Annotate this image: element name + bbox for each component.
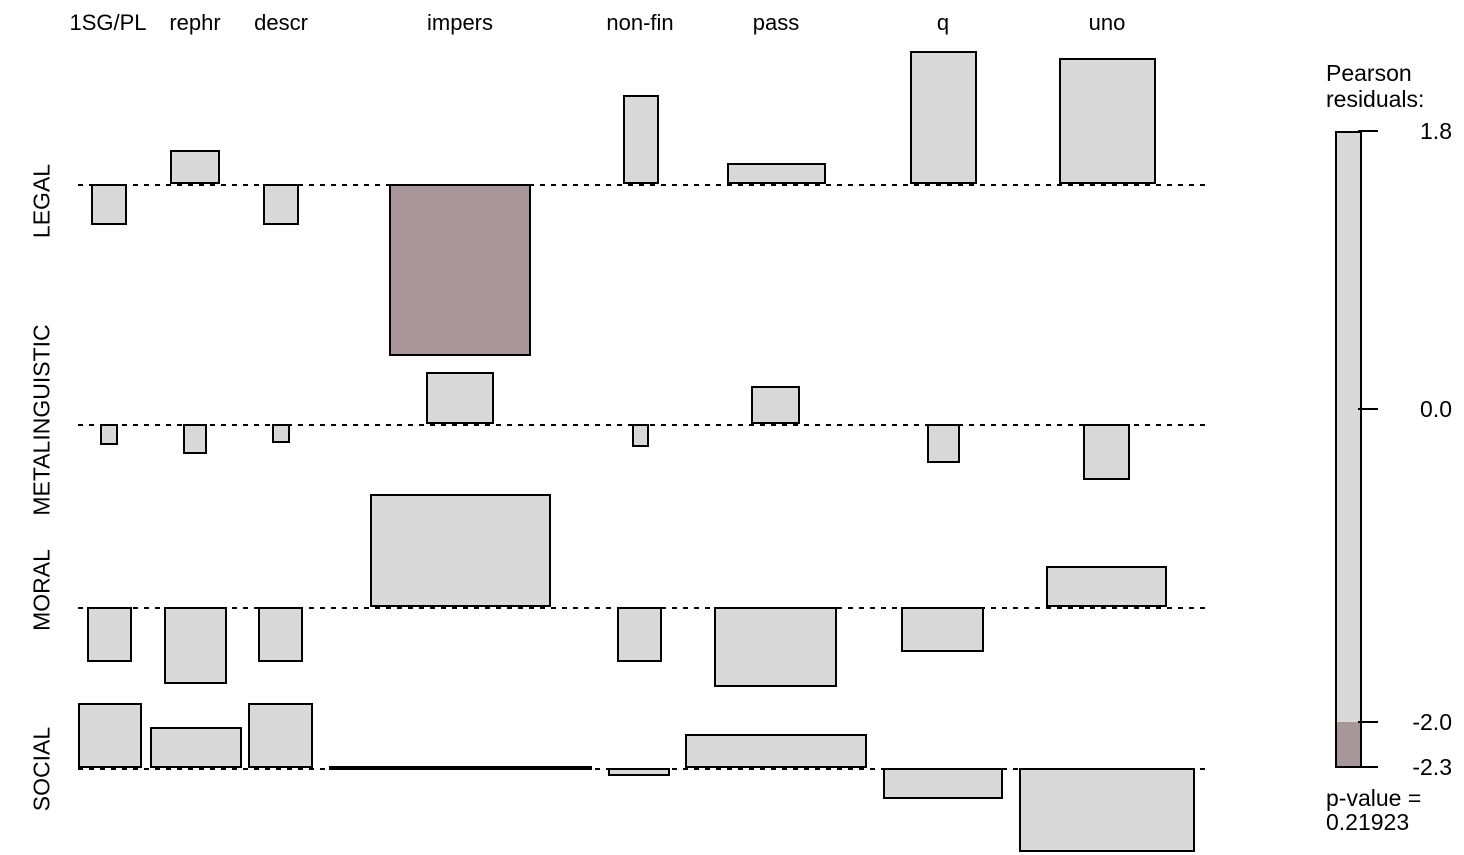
cell-social-uno bbox=[1019, 768, 1195, 852]
column-label-pass: pass bbox=[752, 10, 800, 35]
cell-legal-1sg-pl bbox=[91, 184, 127, 225]
legend-colorbar-mauve-segment bbox=[1337, 722, 1360, 766]
legend-title: Pearson residuals: bbox=[1326, 60, 1424, 112]
cell-moral-impers bbox=[370, 494, 551, 607]
row-label-metalinguistic: METALINGUISTIC bbox=[28, 324, 55, 516]
cell-moral-rephr bbox=[164, 607, 227, 684]
legend-p-value-line1: p-value = bbox=[1326, 785, 1422, 811]
cell-legal-impers bbox=[389, 184, 531, 356]
legend-tick-mark bbox=[1358, 721, 1378, 723]
cell-metalinguistic-uno bbox=[1083, 424, 1130, 480]
cell-legal-rephr bbox=[170, 150, 220, 184]
legend-tick-label: 1.8 bbox=[1420, 118, 1452, 144]
cell-legal-descr bbox=[263, 184, 299, 225]
legend-title-line2: residuals: bbox=[1326, 86, 1425, 112]
legend-colorbar bbox=[1335, 131, 1362, 768]
cell-moral-non-fin bbox=[617, 607, 662, 662]
legend-tick-mark bbox=[1358, 130, 1378, 132]
cell-social-descr bbox=[248, 703, 313, 768]
row-label-legal: LEGAL bbox=[28, 163, 55, 239]
cell-legal-uno bbox=[1059, 58, 1156, 184]
cell-moral-pass bbox=[714, 607, 837, 687]
legend-tick-mark bbox=[1358, 766, 1378, 768]
column-label-1sg-pl: 1SG/PL bbox=[69, 10, 147, 35]
cell-legal-q bbox=[910, 51, 977, 184]
cell-legal-pass bbox=[727, 163, 826, 184]
cell-social-rephr bbox=[150, 727, 242, 768]
column-label-q: q bbox=[936, 10, 950, 35]
legend-tick-mark bbox=[1358, 408, 1378, 410]
cell-social-q bbox=[883, 768, 1003, 799]
cell-social-1sg-pl bbox=[78, 703, 142, 768]
legend-tick-label: -2.3 bbox=[1412, 754, 1452, 780]
cell-moral-uno bbox=[1046, 566, 1167, 607]
cell-metalinguistic-q bbox=[927, 424, 960, 463]
column-label-non-fin: non-fin bbox=[606, 10, 674, 35]
baseline-legal bbox=[78, 184, 1205, 186]
column-label-descr: descr bbox=[254, 10, 308, 35]
cell-moral-1sg-pl bbox=[87, 607, 132, 662]
legend-p-value: p-value = 0.21923 bbox=[1326, 786, 1421, 834]
column-label-impers: impers bbox=[426, 10, 494, 35]
legend-tick-label: -2.0 bbox=[1412, 709, 1452, 735]
cell-metalinguistic-rephr bbox=[183, 424, 207, 454]
cell-social-non-fin bbox=[608, 768, 670, 776]
cell-metalinguistic-1sg-pl bbox=[100, 424, 118, 445]
row-label-moral: MORAL bbox=[28, 549, 55, 631]
legend-colorbar-gray-segment bbox=[1337, 133, 1360, 722]
cell-metalinguistic-descr bbox=[272, 424, 290, 443]
row-label-social: SOCIAL bbox=[28, 726, 55, 812]
legend-tick-label: 0.0 bbox=[1420, 396, 1452, 422]
legend-title-line1: Pearson bbox=[1326, 60, 1412, 86]
cell-moral-q bbox=[901, 607, 984, 652]
cell-metalinguistic-non-fin bbox=[632, 424, 649, 447]
legend-p-value-line2: 0.21923 bbox=[1326, 809, 1410, 835]
cell-social-impers bbox=[329, 766, 592, 770]
cell-social-pass bbox=[685, 734, 867, 768]
cell-moral-descr bbox=[258, 607, 303, 662]
column-label-uno: uno bbox=[1088, 10, 1126, 35]
column-label-rephr: rephr bbox=[169, 10, 221, 35]
cell-metalinguistic-impers bbox=[426, 372, 494, 424]
cell-metalinguistic-pass bbox=[751, 386, 800, 424]
cell-legal-non-fin bbox=[623, 95, 659, 184]
